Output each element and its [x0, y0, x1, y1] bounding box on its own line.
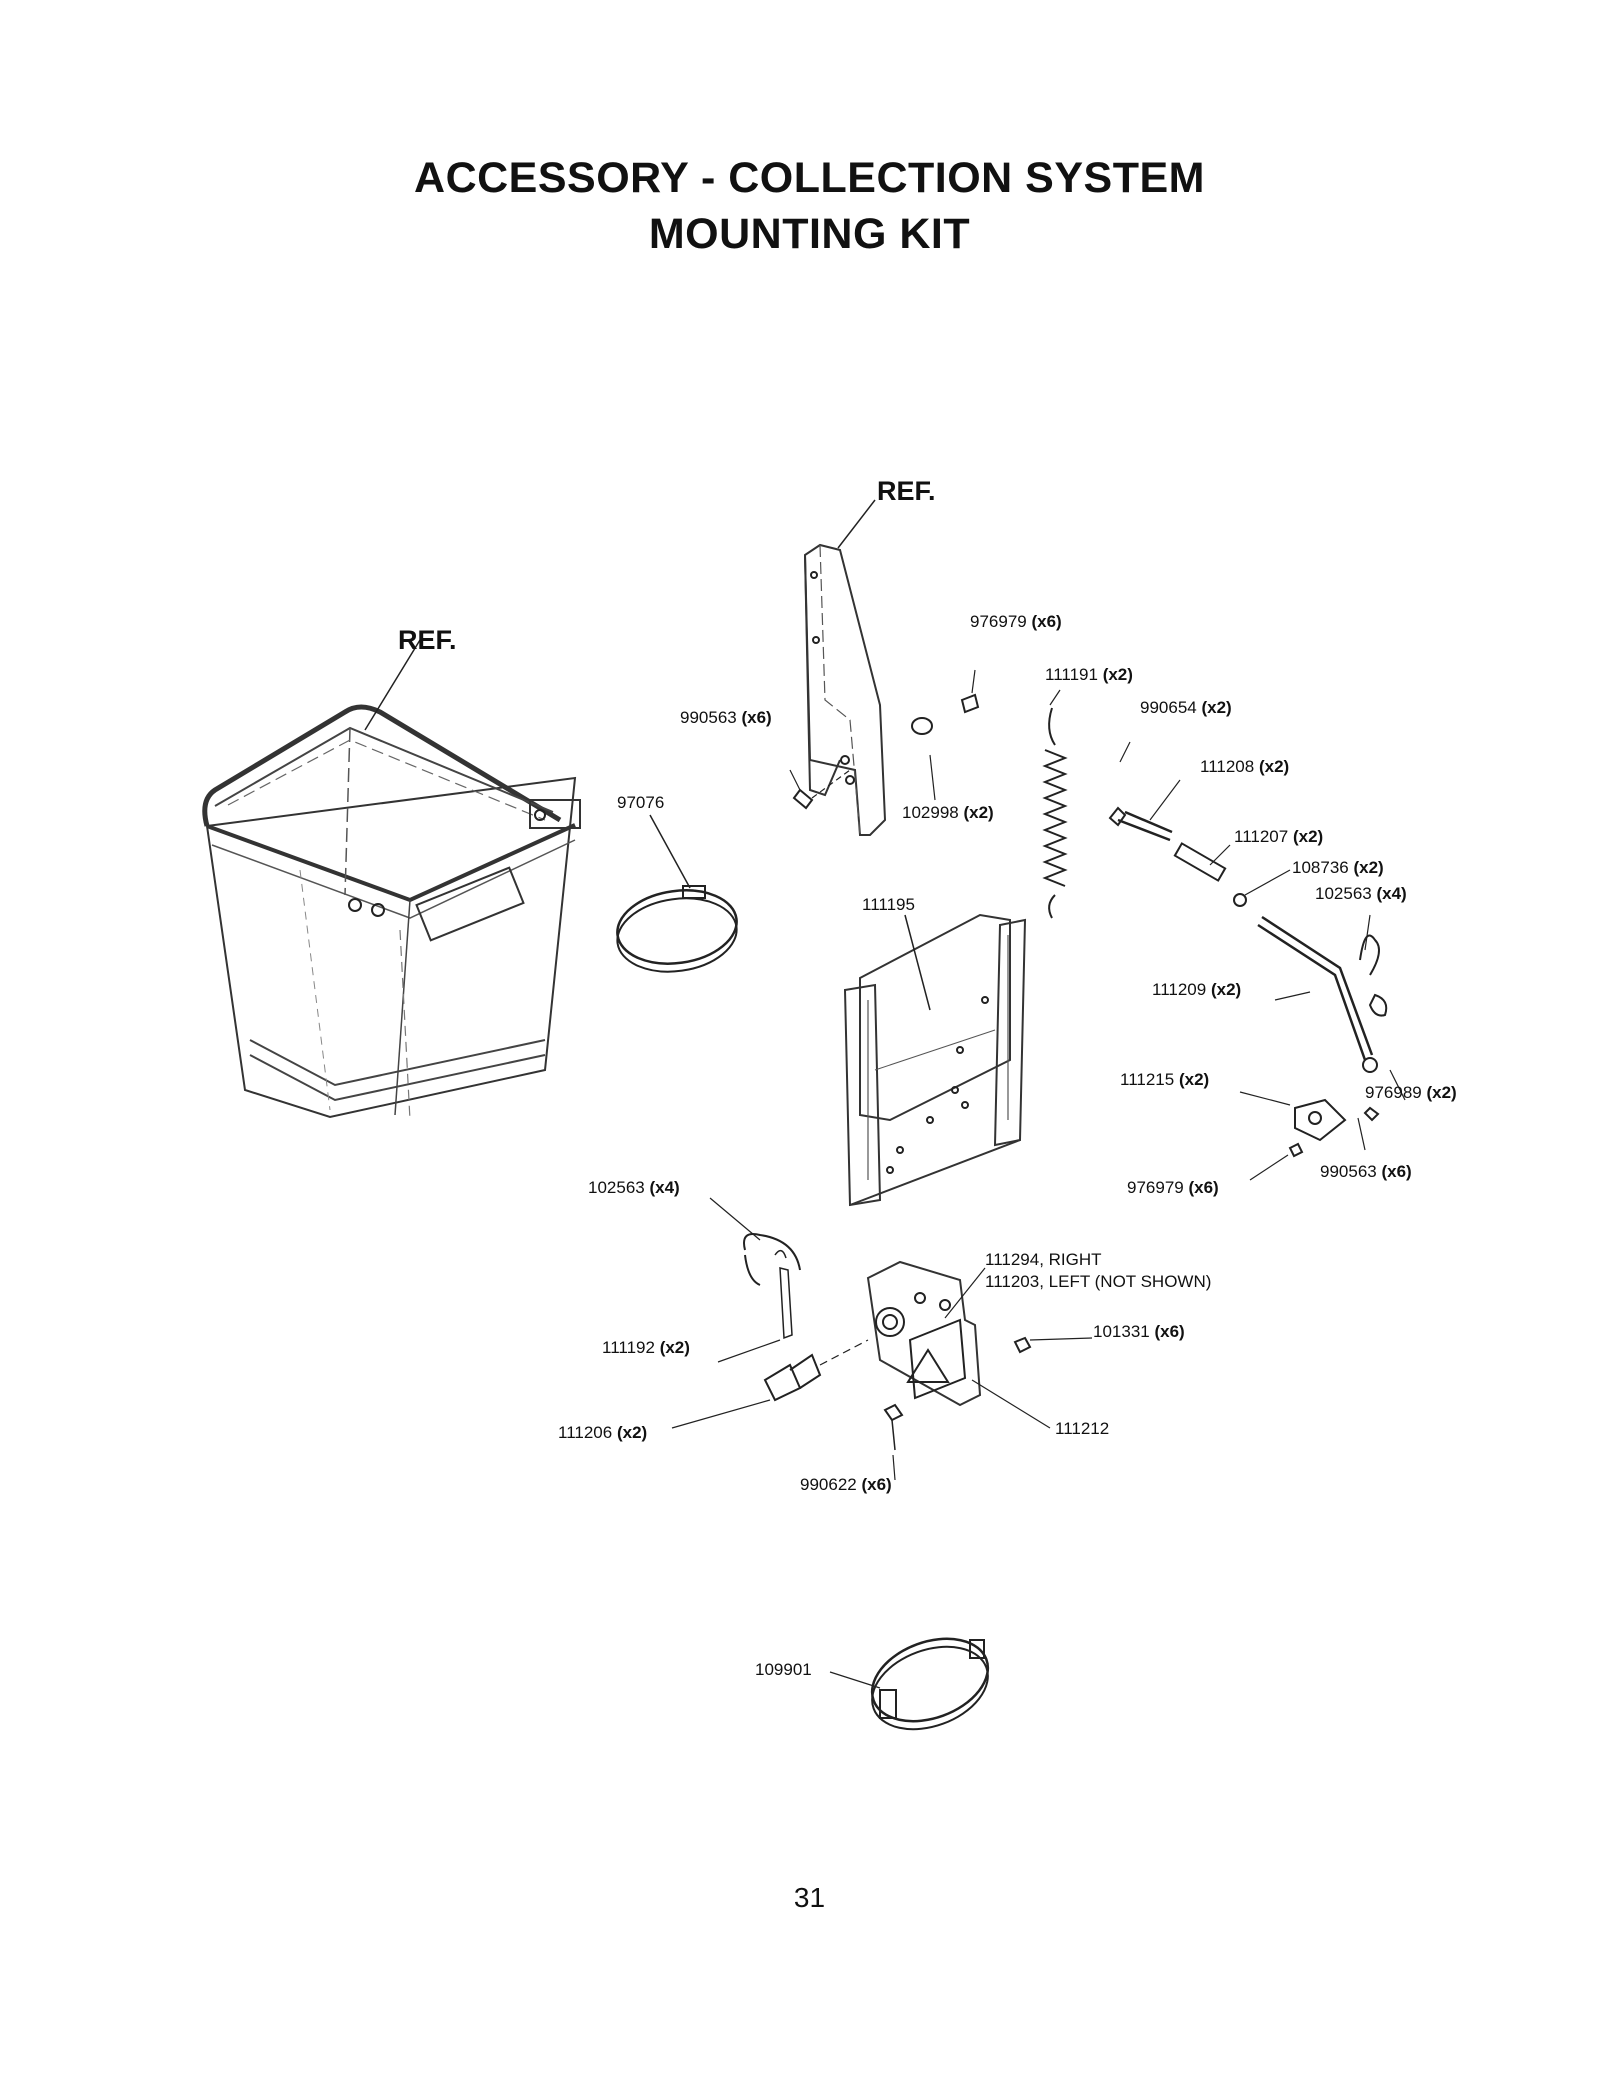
- callout-111192: 111192 (x2): [602, 1338, 690, 1358]
- callout-976979-bottom: 976979 (x6): [1127, 1178, 1219, 1198]
- part-number: 976979: [1127, 1178, 1184, 1197]
- bracket-hardware: [789, 669, 980, 810]
- quantity: (x6): [741, 708, 772, 727]
- part-number: 111207: [1234, 827, 1289, 846]
- quantity: (x2): [1353, 858, 1384, 877]
- part-number: 976979: [970, 612, 1027, 631]
- quantity: (x2): [1210, 980, 1242, 999]
- quantity: (x2): [1426, 1083, 1457, 1102]
- callout-990563-left: 990563 (x6): [680, 708, 772, 728]
- part-number: 111212: [1055, 1419, 1110, 1438]
- lever-assembly: [1108, 741, 1406, 1181]
- callout-108736: 108736 (x2): [1292, 858, 1384, 878]
- quantity: (x2): [1292, 827, 1324, 846]
- callout-102563-left: 102563 (x4): [588, 1178, 680, 1198]
- part-number: 97076: [617, 793, 665, 812]
- lower-bracket: [671, 1197, 1093, 1481]
- quantity: (x2): [659, 1338, 690, 1357]
- part-number: 111203, LEFT (NOT SHOWN): [985, 1272, 1212, 1291]
- callout-976979-top: 976979 (x6): [970, 612, 1062, 632]
- callout-102563-right: 102563 (x4): [1315, 884, 1407, 904]
- callout-990563-right: 990563 (x6): [1320, 1162, 1412, 1182]
- part-number: 111195: [862, 895, 915, 914]
- part-number: 102563: [588, 1178, 645, 1197]
- callout-111207: 111207 (x2): [1234, 827, 1323, 847]
- callout-101331: 101331 (x6): [1093, 1322, 1185, 1342]
- main-plate: [843, 913, 1027, 1207]
- quantity: (x6): [1381, 1162, 1412, 1181]
- part-number: 990654: [1140, 698, 1197, 717]
- part-number: 111191: [1045, 665, 1098, 684]
- part-number: 111209: [1152, 980, 1207, 999]
- callout-990654: 990654 (x2): [1140, 698, 1232, 718]
- spring: [1042, 689, 1068, 919]
- part-number: 990622: [800, 1475, 857, 1494]
- quantity: (x6): [1154, 1322, 1185, 1341]
- callout-111203: 111203, LEFT (NOT SHOWN): [985, 1272, 1211, 1292]
- quantity: (x4): [1376, 884, 1407, 903]
- quantity: (x4): [649, 1178, 680, 1197]
- callout-976989: 976989 (x2): [1365, 1083, 1457, 1103]
- part-number: 102998: [902, 803, 959, 822]
- callout-111195: 111195: [862, 895, 915, 915]
- quantity: (x2): [1201, 698, 1232, 717]
- callout-111208: 111208 (x2): [1200, 757, 1289, 777]
- page-number: 31: [793, 1882, 826, 1913]
- part-number: 101331: [1093, 1322, 1150, 1341]
- part-number: 111215: [1120, 1070, 1175, 1089]
- quantity: (x2): [616, 1423, 648, 1442]
- quantity: (x6): [1031, 612, 1062, 631]
- callout-111294: 111294, RIGHT: [985, 1250, 1102, 1270]
- part-number: 111208: [1200, 757, 1255, 776]
- callout-111191: 111191 (x2): [1045, 665, 1133, 685]
- part-number: 111294, RIGHT: [985, 1250, 1102, 1269]
- title-line-1: ACCESSORY - COLLECTION SYSTEM: [414, 154, 1205, 202]
- collection-bag: [202, 639, 581, 1121]
- hose-clamp: [616, 814, 738, 973]
- callout-109901: 109901: [755, 1660, 812, 1680]
- part-number: 990563: [680, 708, 737, 727]
- part-number: 102563: [1315, 884, 1372, 903]
- callout-102998: 102998 (x2): [902, 803, 994, 823]
- part-number: 109901: [755, 1660, 812, 1679]
- callout-111212: 111212: [1055, 1419, 1109, 1439]
- bag-ref-label: REF.: [398, 625, 457, 655]
- callout-990622: 990622 (x6): [800, 1475, 892, 1495]
- callout-111209: 111209 (x2): [1152, 980, 1241, 1000]
- quantity: (x2): [963, 803, 994, 822]
- quantity: (x6): [861, 1475, 892, 1494]
- title-line-2: MOUNTING KIT: [648, 210, 971, 258]
- part-number: 990563: [1320, 1162, 1377, 1181]
- part-number: 111206: [558, 1423, 613, 1442]
- quantity: (x2): [1102, 665, 1133, 684]
- callout-97076: 97076: [617, 793, 664, 813]
- part-number: 108736: [1292, 858, 1349, 877]
- part-number: 976989: [1365, 1083, 1422, 1102]
- part-number: 111192: [602, 1338, 655, 1357]
- bracket-ref-label: REF.: [877, 476, 936, 506]
- quantity: (x6): [1188, 1178, 1219, 1197]
- callout-111206: 111206 (x2): [558, 1423, 647, 1443]
- quantity: (x2): [1258, 757, 1290, 776]
- band-clamp: [829, 1637, 990, 1731]
- page-title: ACCESSORY - COLLECTION SYSTEM MOUNTING K…: [0, 150, 1619, 262]
- upper-bracket: [803, 499, 887, 836]
- quantity: (x2): [1178, 1070, 1210, 1089]
- callout-111215: 111215 (x2): [1120, 1070, 1209, 1090]
